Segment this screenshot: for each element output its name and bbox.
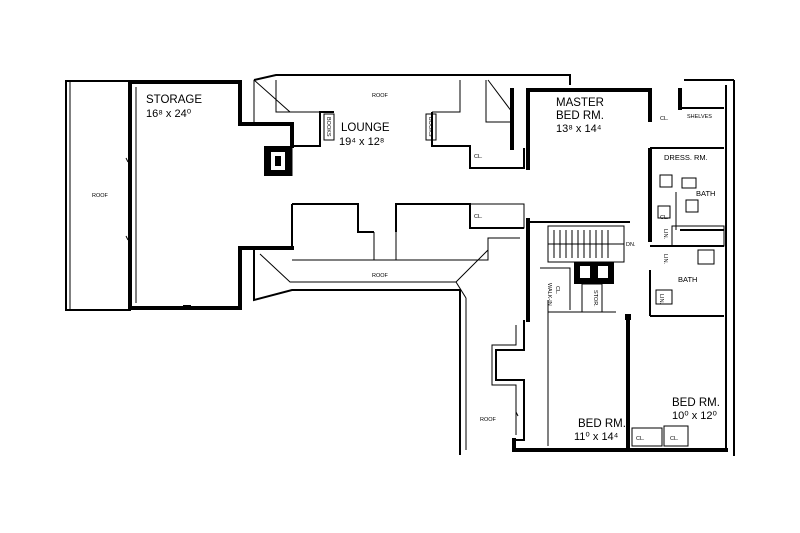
closet-bed2-label: CL.	[636, 436, 645, 442]
bottom-closets	[631, 425, 689, 447]
bookshelves	[323, 113, 437, 141]
roof-left-label: ROOF	[92, 193, 109, 199]
chimney-right	[574, 262, 614, 284]
roof-top-label: ROOF	[372, 93, 389, 99]
storage-dim: 16⁸ x 24⁰	[146, 108, 192, 120]
storage-walls	[128, 80, 294, 310]
closet-dress-label: CL.	[660, 215, 669, 221]
lower-roof-area	[253, 237, 520, 455]
fireplace	[264, 146, 292, 176]
bath2-label: BATH	[678, 275, 697, 284]
lounge-name: LOUNGE	[341, 122, 390, 134]
books-right-label: BOOKS	[427, 117, 433, 137]
roof-mid-label: ROOF	[372, 273, 389, 279]
stair-step-wall	[491, 300, 549, 446]
master-dim: 13⁸ x 14⁴	[556, 123, 602, 135]
linen2-label: LIN.	[662, 254, 668, 265]
linen1-label: LIN.	[662, 229, 668, 240]
walk-in-closet	[540, 267, 616, 313]
master-name-2: BED RM.	[556, 110, 604, 122]
storage-closet-label: STOR.	[592, 290, 598, 307]
closet-master-label: CL.	[660, 116, 669, 122]
shelves-label: SHELVES	[687, 114, 712, 120]
dressing-bath-walls	[625, 147, 725, 448]
dress-room-label: DRESS. RM.	[664, 153, 708, 162]
linen3-label: LIN.	[658, 294, 664, 305]
bed2-dim: 11⁰ x 14⁴	[574, 431, 619, 443]
lounge-dim: 19⁴ x 12⁸	[339, 136, 384, 148]
books-left-label: BOOKS	[325, 117, 331, 137]
stair-down-label: DN.	[626, 242, 636, 248]
bed3-dim: 10⁰ x 12⁰	[672, 410, 717, 422]
bed3-name: BED RM.	[672, 397, 720, 409]
bed2-name: BED RM.	[578, 418, 626, 430]
stairs	[530, 221, 630, 263]
closet-lounge-label: CL.	[474, 154, 483, 160]
door-ticks	[125, 122, 519, 417]
bath1-label: BATH	[696, 189, 715, 198]
closet-bed3-label: CL.	[670, 436, 679, 442]
minor-labels: ROOF ROOF ROOF ROOF DRESS. RM. BATH BATH…	[92, 93, 715, 442]
right-wing-walls	[512, 79, 735, 456]
room-labels: STORAGE 16⁸ x 24⁰ LOUNGE 19⁴ x 12⁸ MASTE…	[146, 94, 720, 443]
hall-walls	[291, 203, 525, 261]
closet-hall-label: CL.	[474, 214, 483, 220]
master-name-1: MASTER	[556, 97, 604, 109]
walk-in-label: WALK-IN	[546, 283, 552, 306]
roof-bottom-label: ROOF	[480, 417, 497, 423]
top-roof-area	[253, 74, 571, 124]
walk-in-cl-label: CL.	[554, 286, 560, 295]
storage-name: STORAGE	[146, 94, 202, 106]
